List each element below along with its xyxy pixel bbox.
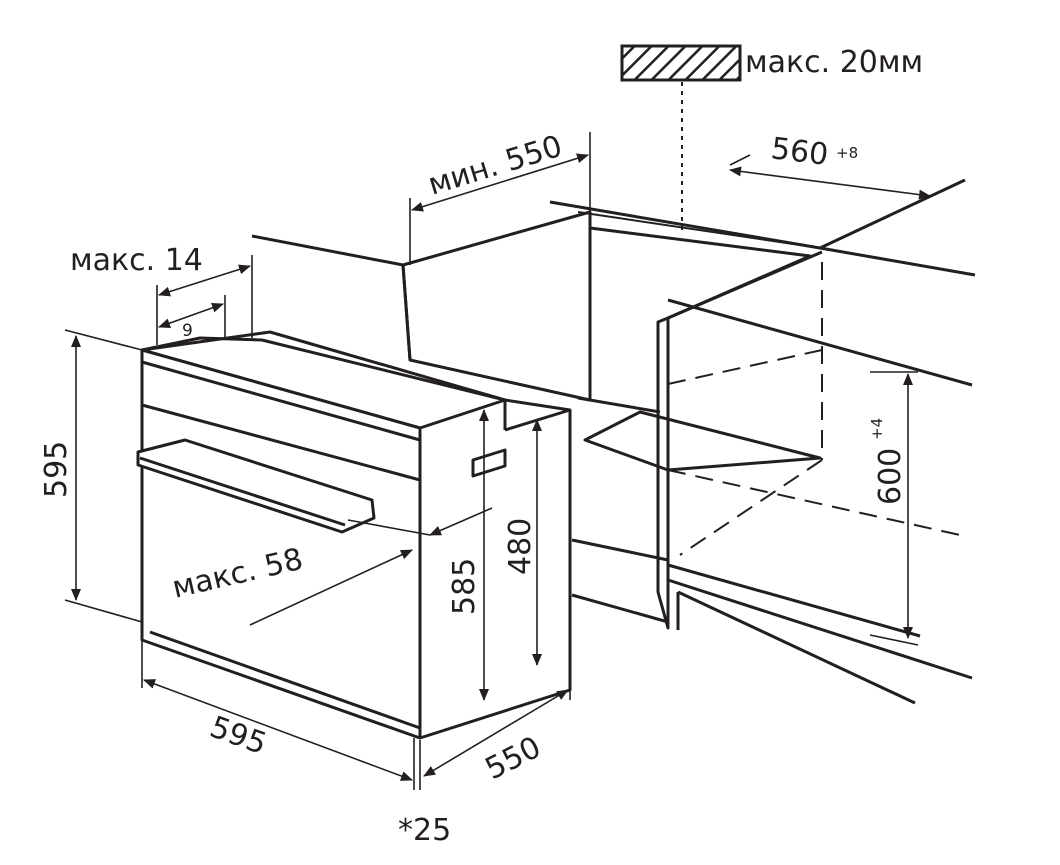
right-panel-top [667,250,823,320]
countertop-front-lip [577,211,821,249]
base-right-lower [677,590,916,705]
control-panel-top [141,360,421,442]
leader-max58-handle [347,519,431,536]
hidden-edges [667,262,961,556]
base-lower-left [571,593,669,624]
dim-560 [729,166,931,200]
base-right-upper [667,563,921,638]
control-panel-bottom [141,403,421,482]
left-panel-edge [401,264,412,361]
oven-handle-bar [139,456,346,527]
dashed-floor-right [667,469,961,536]
label-595-height: 595 [39,441,74,498]
label-480: 480 [503,518,538,575]
dashed-floor-diag [679,459,823,556]
label-max-14: макс. 14 [70,243,203,278]
niche-floor-back [577,396,661,414]
label-min-550: мин. 550 [424,129,566,203]
oven-handle [136,438,376,534]
countertop-hatch-icon [620,44,742,82]
right-cabinet-line [667,298,973,387]
left-side-panel [401,210,592,402]
left-cabinet-top-line [251,234,404,267]
label-550-depth: 550 [480,730,547,787]
label-max-20mm: макс. 20мм [745,45,923,80]
leader-max58-back [429,507,493,536]
base-right-mid [667,578,973,680]
label-600-tol: +4 [868,418,886,440]
ext-600-bottom [869,634,919,646]
label-560: 560 [769,131,830,173]
oven-top-flange [141,336,506,402]
cabinet-niche [251,178,976,705]
ext-595h-top [64,329,143,351]
dashed-upper-back [667,349,823,385]
niche-floor [583,410,822,472]
oven-body [136,330,572,740]
dim-595-width [143,679,413,781]
label-595-width: 595 [205,710,271,762]
base-front [571,538,670,628]
dim-min550 [411,153,589,212]
label-585: 585 [447,558,482,615]
ext-595h-bottom [64,599,143,623]
dim-max14 [158,264,251,297]
dim-9 [158,303,224,328]
dimension-lines [64,132,931,790]
label-9: 9 [182,321,193,341]
dim-550-depth [423,689,569,777]
leader-max58-front [249,549,413,626]
label-star-25: *25 [398,813,451,848]
label-560-tol: +8 [836,144,858,162]
countertop-right-edge [819,178,966,250]
ext-560-left [729,154,751,166]
oven-front-top-corner [419,398,506,430]
label-600: 600 [873,448,908,505]
